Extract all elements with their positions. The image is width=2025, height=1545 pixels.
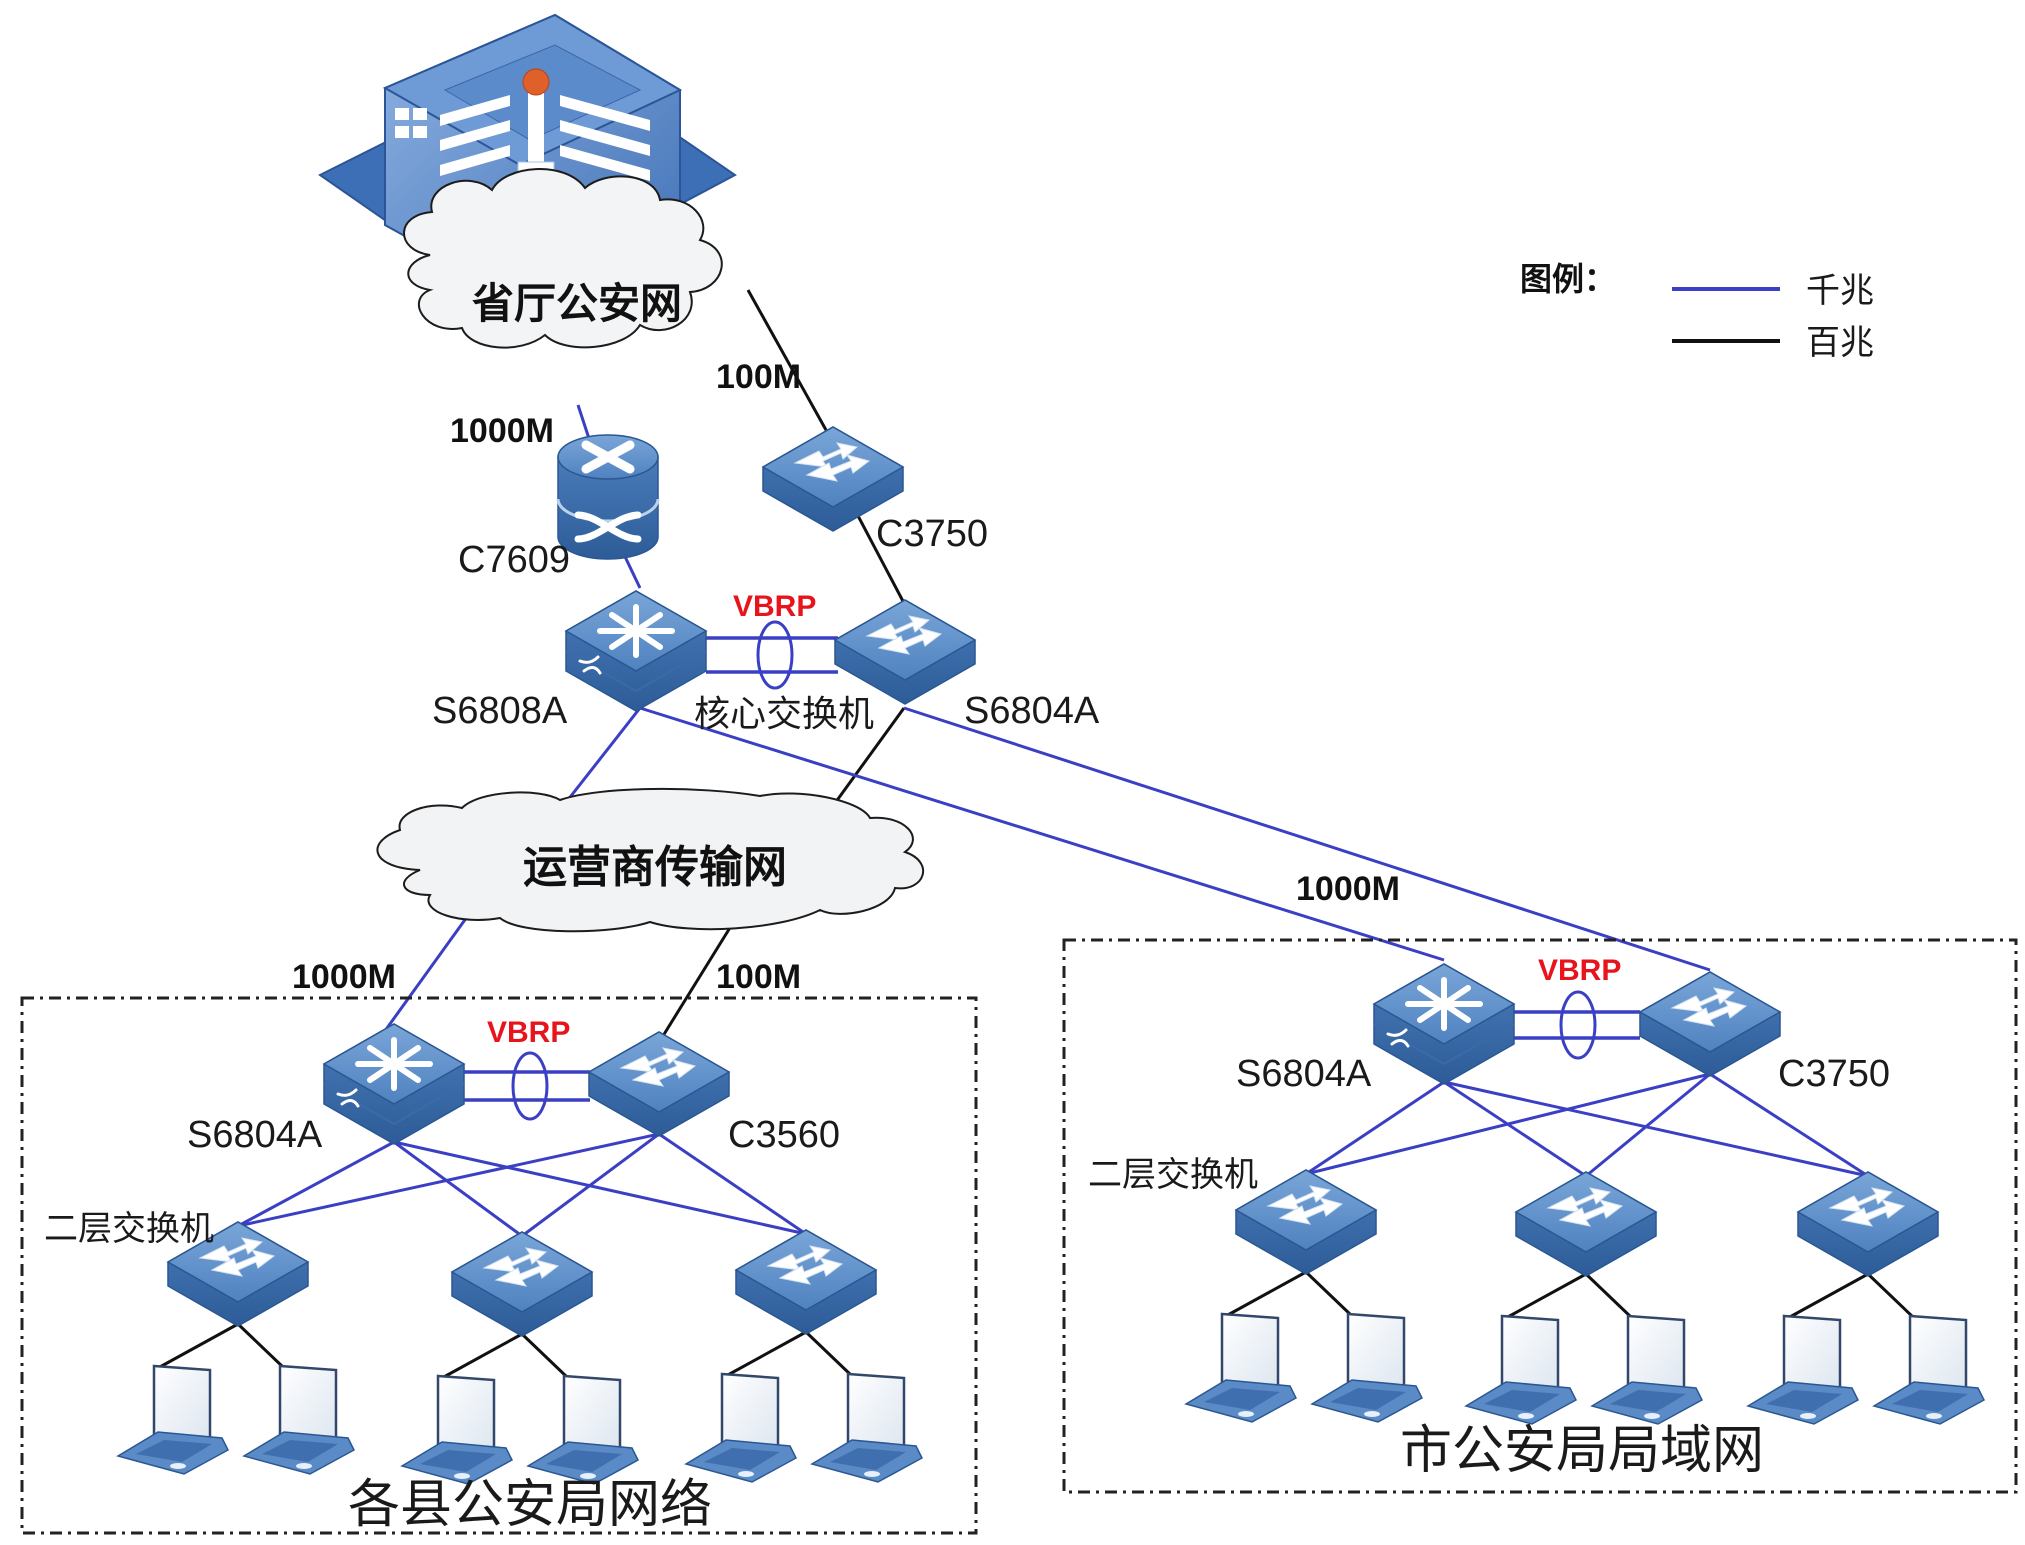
laptop-icon — [1590, 1314, 1704, 1426]
access-link-laptop — [1787, 1272, 1869, 1320]
carrier-cloud-label: 运营商传输网 — [523, 842, 787, 893]
county-left-label: S6804A — [187, 1114, 323, 1156]
access-link-laptop — [1584, 1272, 1634, 1320]
link-s6808a-carrier — [558, 707, 642, 811]
switch-s6808a-icon — [566, 591, 706, 711]
uplink-access-1-dist-1 — [237, 1140, 395, 1228]
laptop-icon — [400, 1374, 514, 1486]
access-link-laptop — [1505, 1272, 1587, 1320]
link-label-prov-1000m: 1000M — [450, 412, 554, 450]
county-access-label: 二层交换机 — [44, 1209, 214, 1249]
link-label-county-100m: 100M — [716, 958, 801, 996]
laptop-icon — [1872, 1314, 1986, 1426]
access-link-laptop — [520, 1332, 570, 1380]
link-carrier-county-s6804a — [380, 909, 474, 1036]
router-c7609-icon — [558, 435, 658, 559]
link-s6804a-city-c3750 — [903, 706, 1711, 972]
county-vbrp-ring — [511, 1051, 549, 1121]
access-link-laptop — [725, 1330, 807, 1378]
access-switch-icon — [1515, 1171, 1657, 1277]
laptop-icon — [242, 1364, 356, 1476]
core-vbrp-ring — [756, 620, 794, 690]
legend-label-gigabit: 千兆 — [1806, 271, 1874, 311]
link-s6804a-carrier — [828, 707, 906, 811]
laptop-icon — [1464, 1314, 1578, 1426]
link-prov-c3750 — [746, 289, 828, 431]
uplink-access-1-dist-1 — [1305, 1080, 1445, 1176]
city-zone-border — [1062, 938, 2018, 1494]
uplink-access-3-dist-2 — [658, 1132, 807, 1236]
provincial-cloud: 省厅公安网 — [403, 168, 723, 349]
link-label-county-1000m: 1000M — [292, 958, 396, 996]
core-right-label: S6804A — [964, 690, 1100, 732]
provincial-cloud-label: 省厅公安网 — [472, 279, 682, 328]
access-switch-icon — [735, 1229, 877, 1335]
uplink-access-3-dist-1 — [1443, 1080, 1869, 1178]
city-left-label: S6804A — [1236, 1053, 1372, 1095]
laptop-icon — [526, 1374, 640, 1486]
county-zone-title: 各县公安局网络 — [348, 1475, 712, 1535]
switch-city-s6804a-icon — [1374, 964, 1514, 1084]
city-vbrp-ring — [1559, 990, 1597, 1060]
core-vbrp-label: VBRP — [733, 590, 816, 623]
county-zone-border — [20, 996, 978, 1535]
legend-title: 图例： — [1520, 260, 1616, 298]
link-label-prov-100m: 100M — [716, 358, 801, 396]
switch-county-c3560-icon — [588, 1031, 730, 1137]
city-vbrp-label: VBRP — [1538, 954, 1621, 987]
uplink-access-3-dist-1 — [393, 1140, 807, 1236]
uplink-access-3-dist-2 — [1709, 1072, 1869, 1178]
core-left-label: S6808A — [432, 690, 568, 732]
core-vbrp-links — [706, 620, 838, 690]
access-switch-icon — [1797, 1171, 1939, 1277]
c3750-top-label: C3750 — [876, 513, 988, 555]
switch-city-c3750-icon — [1639, 971, 1781, 1077]
laptop-icon — [1184, 1312, 1298, 1424]
laptop-icon — [116, 1364, 230, 1476]
city-zone-title: 市公安局局域网 — [1400, 1421, 1764, 1481]
access-link-laptop — [1304, 1270, 1354, 1318]
city-access-layer — [1184, 1169, 1986, 1426]
access-link-laptop — [804, 1330, 854, 1378]
core-caption-label: 核心交换机 — [694, 694, 874, 735]
city-distribution-links — [1305, 1072, 1869, 1178]
link-c3750-s6804a — [854, 511, 907, 606]
links — [380, 289, 1711, 1045]
link-carrier-county-c3560 — [656, 917, 738, 1045]
uplink-access-2-dist-1 — [1443, 1080, 1587, 1178]
switch-s6804a-core-icon — [834, 599, 976, 705]
access-link-laptop — [236, 1322, 286, 1370]
uplink-access-1-dist-2 — [237, 1132, 660, 1228]
city-vbrp-links — [1512, 990, 1640, 1060]
access-link-laptop — [1225, 1270, 1307, 1318]
county-vbrp-label: VBRP — [487, 1016, 570, 1049]
access-link-laptop — [1866, 1272, 1916, 1320]
access-link-laptop — [157, 1322, 239, 1370]
link-label-city-1000m: 1000M — [1296, 870, 1400, 908]
access-link-laptop — [441, 1332, 523, 1380]
legend: 图例： 千兆 百兆 — [1520, 260, 1874, 363]
legend-label-fast: 百兆 — [1806, 323, 1874, 363]
access-switch-icon — [451, 1231, 593, 1337]
county-vbrp-links — [462, 1051, 590, 1121]
uplink-access-2-dist-1 — [393, 1140, 523, 1238]
router-label: C7609 — [458, 539, 570, 581]
link-s6808a-city-s6804a — [639, 706, 1445, 962]
city-right-label: C3750 — [1778, 1053, 1890, 1095]
county-right-label: C3560 — [728, 1114, 840, 1156]
switch-county-s6804a-icon — [324, 1024, 464, 1144]
laptop-icon — [1746, 1314, 1860, 1426]
carrier-cloud: 运营商传输网 — [376, 787, 925, 933]
laptop-icon — [1310, 1312, 1424, 1424]
county-distribution-links — [237, 1132, 807, 1238]
laptop-icon — [810, 1372, 924, 1484]
county-access-layer — [116, 1221, 924, 1486]
laptop-icon — [684, 1372, 798, 1484]
city-access-label: 二层交换机 — [1088, 1155, 1258, 1195]
uplink-access-2-dist-2 — [1585, 1072, 1711, 1178]
